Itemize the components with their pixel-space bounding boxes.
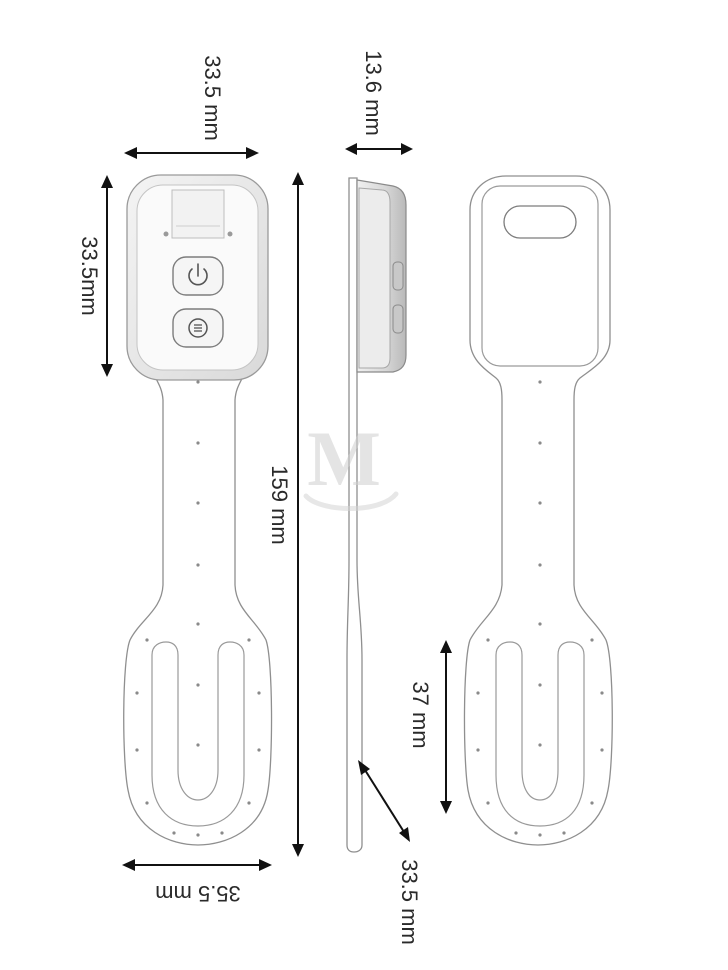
front-view (123, 174, 273, 846)
back-loop-arrow (440, 640, 452, 814)
back-slot (503, 205, 577, 239)
front-head-height-label: 33.5mm (77, 236, 102, 315)
back-strap-outline (463, 175, 613, 846)
indicator-dot (163, 231, 169, 237)
front-width-label: 33.5 mm (200, 55, 225, 141)
front-width-arrow (124, 147, 259, 159)
back-u-slot (495, 641, 585, 827)
side-diagonal-arrow (358, 760, 410, 842)
watermark-letter: M (307, 415, 381, 502)
total-length-arrow (292, 172, 304, 857)
side-button-bump (392, 304, 404, 334)
back-dots (476, 380, 604, 837)
back-loop-label: 37 mm (408, 681, 433, 748)
front-head-height-arrow (101, 175, 113, 377)
indicator-dot (227, 231, 233, 237)
back-head-panel (481, 185, 599, 367)
dimension-labels: 33.5 mm 33.5mm 159 mm 13.6 mm 33.5 mm 37… (77, 50, 433, 945)
total-length-label: 159 mm (267, 465, 292, 544)
side-strap-outline (346, 177, 363, 853)
side-diagonal-label: 33.5 mm (397, 859, 422, 945)
front-led-dots (135, 380, 261, 837)
front-u-slot (151, 641, 245, 827)
dimension-arrows (101, 143, 452, 871)
front-top-clip (171, 189, 225, 239)
front-strap-outline (123, 364, 273, 846)
mode-icon (188, 318, 208, 338)
power-button[interactable] (172, 256, 224, 296)
side-button-bump (392, 261, 404, 291)
front-bottom-width-label: 35.5 mm (155, 881, 241, 906)
back-view (463, 175, 613, 846)
side-view (346, 177, 407, 853)
front-bottom-width-arrow (122, 859, 272, 871)
side-thickness-label: 13.6 mm (361, 50, 386, 136)
mode-button[interactable] (172, 308, 224, 348)
watermark-logo: M (303, 415, 399, 511)
side-thickness-arrow (345, 143, 413, 155)
power-icon (188, 263, 208, 286)
